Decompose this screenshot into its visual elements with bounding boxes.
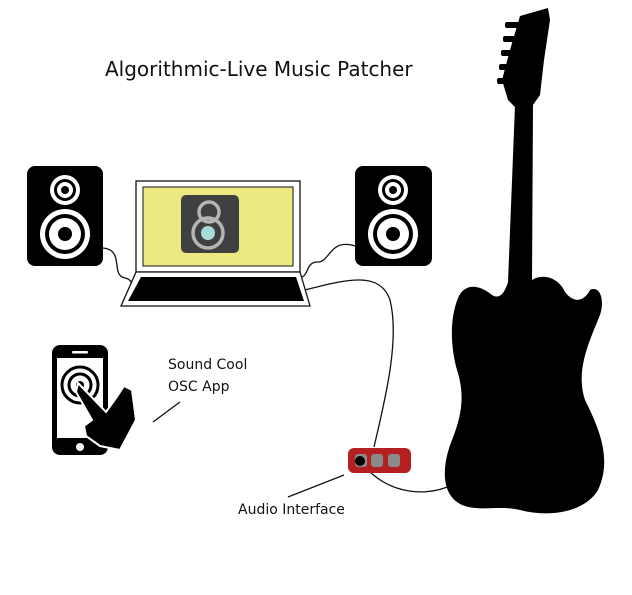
audio-interface-icon	[348, 448, 411, 473]
cable-right-speaker	[299, 243, 356, 279]
right-speaker-icon	[355, 166, 432, 266]
soundcool-app-icon	[181, 195, 239, 253]
audio-interface-label: Audio Interface	[238, 502, 345, 518]
phone-touch-icon	[52, 345, 138, 455]
left-speaker-icon	[27, 166, 103, 266]
app-pointer-line	[152, 401, 181, 423]
cable-laptop-interface	[304, 279, 394, 448]
laptop-icon	[120, 180, 311, 307]
app-label-line2: OSC App	[168, 379, 230, 395]
app-label-line1: Sound Cool	[168, 357, 247, 373]
electric-guitar-icon	[444, 8, 605, 514]
diagram-title: Algorithmic-Live Music Patcher	[105, 57, 413, 81]
interface-pointer-line	[287, 474, 345, 498]
